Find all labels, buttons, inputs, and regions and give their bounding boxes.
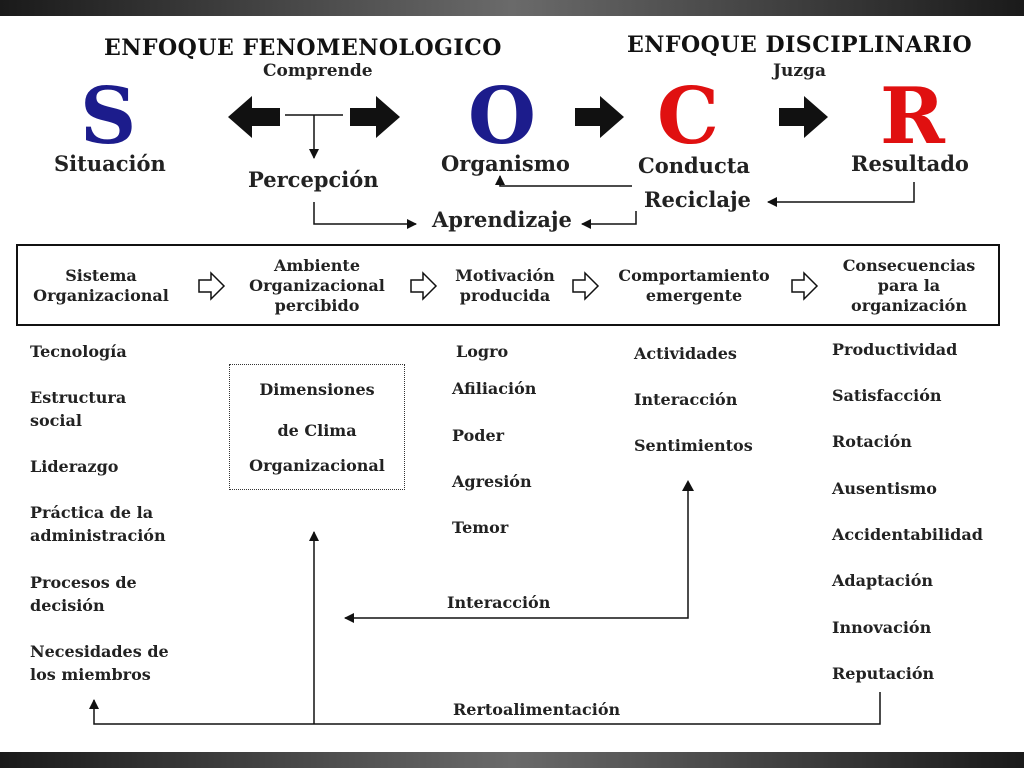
stage-arrow-2 <box>410 271 438 301</box>
stage-arrow-4 <box>791 271 819 301</box>
stages-box <box>16 244 1000 326</box>
sistema-item: Procesos de decisión <box>30 573 137 616</box>
label-resultado: Resultado <box>851 151 969 176</box>
block-arrow-left <box>228 96 280 138</box>
stage-sistema: Sistema Organizacional <box>33 266 169 305</box>
label-organismo: Organismo <box>441 151 570 176</box>
letter-c: C <box>657 71 720 162</box>
consecuencias-item: Adaptación <box>832 571 934 590</box>
block-arrow-right-1 <box>350 96 400 138</box>
label-reciclaje: Reciclaje <box>644 187 751 212</box>
sistema-item: Tecnología <box>30 342 127 361</box>
consecuencias-item: Productividad <box>832 340 958 359</box>
sistema-item: Estructura social <box>30 388 127 431</box>
motivacion-item: Agresión <box>452 472 532 491</box>
dimensiones-line: Organizacional <box>249 456 385 475</box>
reciclaje-to-organismo <box>495 175 632 187</box>
header-disciplinario: ENFOQUE DISCIPLINARIO <box>627 32 973 58</box>
motivacion-item: Poder <box>452 426 505 445</box>
motivacion-item: Afiliación <box>452 379 537 398</box>
label-interaccion-feedback: Interacción <box>447 593 551 612</box>
block-arrow-right-2 <box>575 96 624 138</box>
letter-o: O <box>468 71 536 162</box>
reciclaje-to-aprendizaje <box>581 211 637 229</box>
motivacion-item: Temor <box>452 518 509 537</box>
consecuencias-item: Rotación <box>832 432 912 451</box>
dimensiones-line: de Clima <box>277 421 357 440</box>
percepcion-to-aprendizaje <box>313 202 417 229</box>
retro-loop <box>89 692 881 725</box>
header-fenomenologico: ENFOQUE FENOMENOLOGICO <box>104 35 502 61</box>
block-arrow-right-3 <box>779 96 828 138</box>
dimensiones-line: Dimensiones <box>259 380 375 399</box>
letter-s: S <box>80 71 137 162</box>
interaccion-feedback <box>344 490 689 623</box>
label-conducta: Conducta <box>638 153 751 178</box>
sistema-item: Liderazgo <box>30 457 119 476</box>
dimensiones-box <box>229 364 405 490</box>
label-aprendizaje: Aprendizaje <box>432 207 572 232</box>
stage-motivacion: Motivación producida <box>455 266 555 305</box>
label-retroalimentacion: Rertoalimentación <box>453 700 621 719</box>
stage-arrow-3 <box>572 271 600 301</box>
comportamiento-item: Interacción <box>634 390 738 409</box>
verb-comprende: Comprende <box>263 61 373 81</box>
label-situacion: Situación <box>54 151 166 176</box>
consecuencias-item: Accidentabilidad <box>832 525 983 544</box>
comportamiento-item: Actividades <box>634 344 737 363</box>
bottom-band <box>0 752 1024 768</box>
top-band <box>0 0 1024 16</box>
sistema-item: Práctica de la administración <box>30 503 166 546</box>
letter-r: R <box>880 71 945 162</box>
sistema-item: Necesidades de los miembros <box>30 642 169 685</box>
motivacion-item: Logro <box>456 342 509 361</box>
stage-arrow-1 <box>198 271 226 301</box>
stage-consecuencias: Consecuencias para la organización <box>842 256 976 315</box>
consecuencias-item: Innovación <box>832 618 932 637</box>
consecuencias-item: Ausentismo <box>832 479 937 498</box>
consecuencias-item: Reputación <box>832 664 935 683</box>
stage-ambiente: Ambiente Organizacional percibido <box>249 256 385 315</box>
consecuencias-item: Satisfacción <box>832 386 942 405</box>
interaccion-arrowhead-up <box>682 480 694 491</box>
resultado-to-reciclaje <box>767 182 915 207</box>
comportamiento-item: Sentimientos <box>634 436 753 455</box>
label-percepcion: Percepción <box>248 167 379 192</box>
stage-comportamiento: Comportamiento emergente <box>618 266 770 305</box>
verb-juzga: Juzga <box>773 61 826 81</box>
